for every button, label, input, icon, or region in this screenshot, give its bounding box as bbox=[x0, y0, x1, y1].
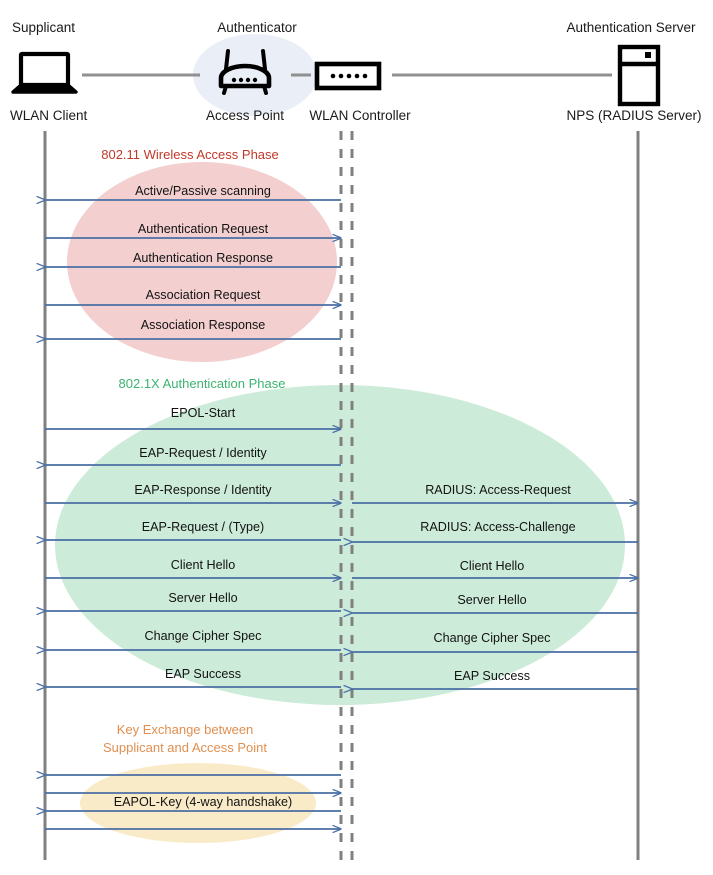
phase-ellipse-key-exchange bbox=[80, 763, 316, 843]
actor-device-access-point: Access Point bbox=[205, 108, 285, 123]
actor-device-wlan-controller: WLAN Controller bbox=[309, 108, 411, 123]
message-label-association-response: Association Response bbox=[140, 318, 266, 332]
phase-ellipse-wireless-access bbox=[67, 162, 337, 362]
phase-title-key-exchange-line1: Key Exchange between bbox=[116, 722, 254, 737]
message-label-authentication-response: Authentication Response bbox=[132, 251, 274, 265]
phase-title-key-exchange-line2: Supplicant and Access Point bbox=[102, 740, 268, 755]
authenticator-halo bbox=[193, 34, 317, 116]
message-label-eapol-key-4way: EAPOL-Key (4-way handshake) bbox=[113, 795, 293, 809]
message-label-client-hello-right: Client Hello bbox=[459, 559, 525, 573]
message-label-epol-start: EPOL-Start bbox=[170, 406, 236, 420]
message-label-radius-access-request: RADIUS: Access-Request bbox=[425, 483, 571, 497]
actor-role-authentication-server: Authentication Server bbox=[566, 20, 696, 35]
phase-title-wireless-access: 802.11 Wireless Access Phase bbox=[101, 147, 279, 162]
message-label-server-hello-left: Server Hello bbox=[168, 591, 238, 605]
message-label-eap-request-identity: EAP-Request / Identity bbox=[139, 446, 267, 460]
actor-device-nps-radius-server: NPS (RADIUS Server) bbox=[566, 108, 702, 123]
message-label-change-cipher-spec-left: Change Cipher Spec bbox=[144, 629, 262, 643]
wlan-controller-icon bbox=[314, 61, 382, 91]
wireless-router-icon bbox=[218, 49, 272, 95]
actor-role-authenticator: Authenticator bbox=[217, 20, 297, 35]
arrow-group-right bbox=[352, 503, 638, 689]
message-label-association-request: Association Request bbox=[145, 288, 261, 302]
actor-role-supplicant: Supplicant bbox=[12, 20, 76, 35]
phase-title-dot1x-authentication: 802.1X Authentication Phase bbox=[118, 376, 286, 391]
message-label-radius-access-challenge: RADIUS: Access-Challenge bbox=[420, 520, 576, 534]
message-label-authentication-request: Authentication Request bbox=[137, 222, 269, 236]
laptop-icon bbox=[11, 51, 78, 94]
message-label-change-cipher-spec-right: Change Cipher Spec bbox=[433, 631, 551, 645]
message-label-eap-response-identity: EAP-Response / Identity bbox=[134, 483, 272, 497]
server-tower-icon bbox=[617, 44, 661, 107]
message-label-eap-success-left: EAP Success bbox=[164, 667, 242, 681]
message-label-active-passive-scanning: Active/Passive scanning bbox=[135, 184, 271, 198]
message-label-client-hello-left: Client Hello bbox=[170, 558, 236, 572]
message-label-eap-request-type: EAP-Request / (Type) bbox=[141, 520, 265, 534]
message-label-server-hello-right: Server Hello bbox=[457, 593, 527, 607]
arrow-group-left bbox=[45, 200, 341, 829]
actor-device-wlan-client: WLAN Client bbox=[10, 108, 88, 123]
message-label-eap-success-right: EAP Success bbox=[453, 669, 531, 683]
